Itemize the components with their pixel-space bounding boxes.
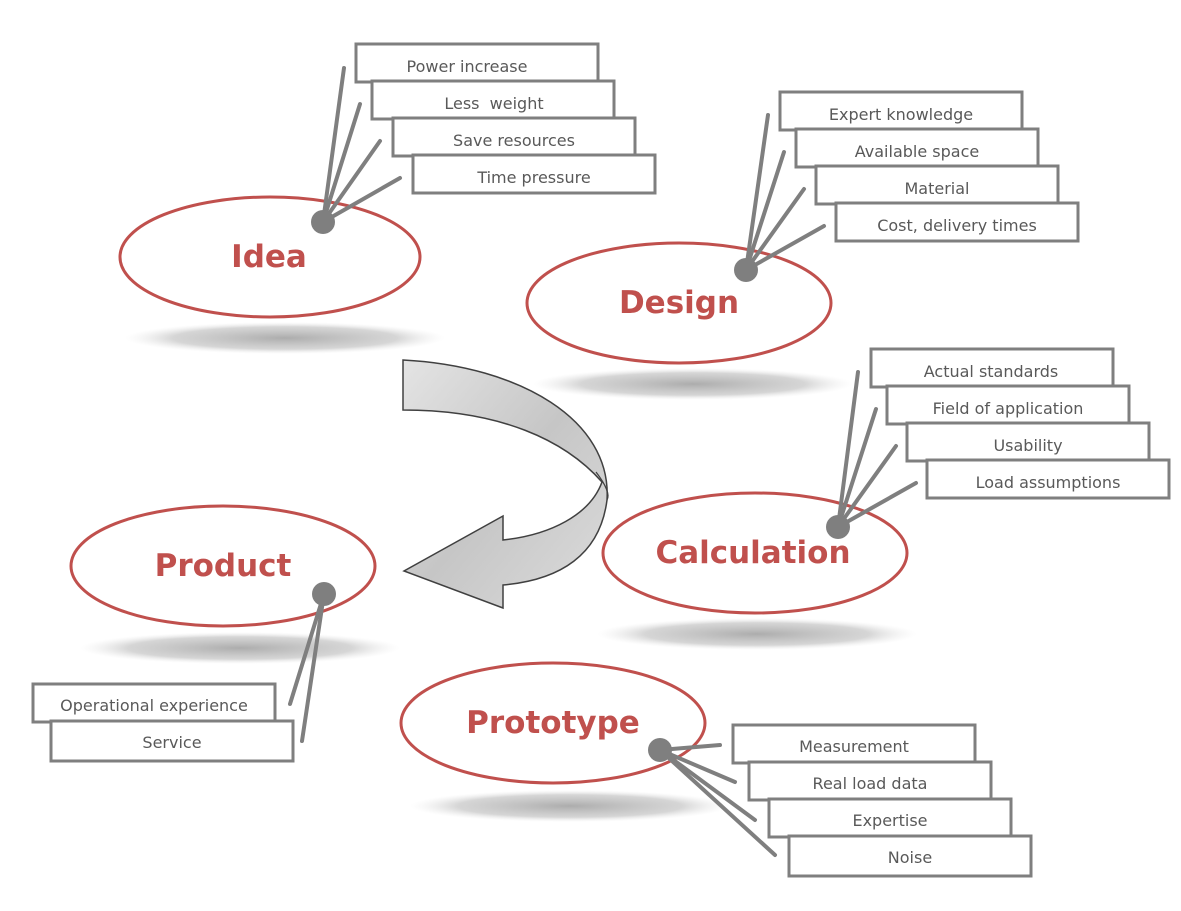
- flow-arrow: [402, 359, 609, 610]
- connector-line: [321, 102, 362, 224]
- tag-box: [354, 42, 600, 84]
- node-idea-tags: Power increase Less weight Save resource…: [354, 42, 657, 195]
- connector-line: [744, 150, 786, 272]
- tag-box: [834, 201, 1080, 243]
- connector-line: [744, 187, 806, 272]
- connector-line: [658, 748, 757, 822]
- node-product-tags: Operational experience Service: [31, 682, 295, 763]
- node-idea: Power increase Less weight Save resource…: [118, 42, 657, 354]
- node-design-shadow: [533, 368, 853, 400]
- node-prototype-shadow: [410, 790, 730, 822]
- connector-dot: [734, 258, 758, 282]
- node-calculation: Actual standards Field of application Us…: [597, 347, 1171, 650]
- node-design-tags: Expert knowledge Available space Materia…: [778, 90, 1080, 243]
- tag-box: [391, 116, 637, 158]
- node-prototype-tags: Measurement Real load data Expertise Noi…: [731, 723, 1033, 878]
- tag-label: Usability: [993, 436, 1062, 455]
- connector-line: [836, 444, 898, 529]
- tag-label: Cost, delivery times: [877, 216, 1037, 235]
- tag-label: Load assumptions: [976, 473, 1121, 492]
- connector-line: [300, 592, 326, 743]
- tag-box: [869, 347, 1115, 389]
- connector-dot: [648, 738, 672, 762]
- node-calculation-tags: Actual standards Field of application Us…: [869, 347, 1171, 500]
- node-product-label: Product: [155, 548, 292, 584]
- tag-label: Save resources: [453, 131, 575, 150]
- node-idea-ellipse: [118, 195, 422, 319]
- node-prototype-label: Prototype: [466, 705, 640, 741]
- tag-label: Actual standards: [924, 362, 1059, 381]
- node-design-label: Design: [619, 285, 739, 321]
- connector-line: [321, 66, 346, 224]
- node-design: Expert knowledge Available space Materia…: [525, 90, 1080, 400]
- connector-line: [658, 748, 777, 857]
- connector-line: [836, 481, 918, 529]
- tag-label: Material: [905, 179, 970, 198]
- tag-label: Real load data: [813, 774, 928, 793]
- tag-box: [814, 164, 1060, 206]
- node-idea-shadow: [125, 322, 445, 354]
- node-product-shadow: [80, 632, 400, 664]
- node-calculation-connectors: [836, 370, 918, 529]
- tag-label: Expertise: [852, 811, 927, 830]
- connector-dot: [311, 210, 335, 234]
- node-product-ellipse: [69, 504, 377, 628]
- connector-dot: [826, 515, 850, 539]
- tag-label: Operational experience: [60, 696, 248, 715]
- connector-line: [836, 370, 860, 529]
- tag-label: Noise: [888, 848, 932, 867]
- tag-box: [925, 458, 1171, 500]
- tag-box: [370, 79, 616, 121]
- node-design-connectors: [744, 113, 826, 272]
- tag-box: [747, 760, 993, 802]
- tag-box: [885, 384, 1131, 426]
- tag-box: [731, 723, 977, 765]
- connector-line: [744, 224, 826, 272]
- node-prototype: Measurement Real load data Expertise Noi…: [399, 661, 1033, 878]
- connector-line: [288, 592, 326, 706]
- connector-line: [836, 407, 878, 529]
- connector-line: [321, 176, 402, 224]
- connector-line: [658, 748, 737, 784]
- connector-line: [744, 113, 770, 272]
- node-calculation-shadow: [597, 618, 917, 650]
- tag-box: [905, 421, 1151, 463]
- tag-box: [778, 90, 1024, 132]
- node-product: Operational experience Service Product: [31, 504, 400, 763]
- tag-box: [787, 834, 1033, 878]
- tag-box: [49, 719, 295, 763]
- tag-label: Less weight: [444, 94, 543, 113]
- node-idea-label: Idea: [231, 239, 307, 275]
- tag-label: Power increase: [407, 57, 528, 76]
- node-idea-connectors: [321, 66, 402, 224]
- tag-box: [794, 127, 1040, 169]
- node-calculation-label: Calculation: [655, 535, 850, 571]
- tag-box: [411, 153, 657, 195]
- tag-label: Field of application: [933, 399, 1084, 418]
- tag-box: [31, 682, 277, 724]
- tag-label: Available space: [855, 142, 979, 161]
- tag-label: Service: [142, 733, 201, 752]
- tag-label: Measurement: [799, 737, 909, 756]
- tag-label: Time pressure: [476, 168, 590, 187]
- connector-line: [321, 139, 382, 224]
- node-prototype-ellipse: [399, 661, 707, 785]
- node-product-connectors: [288, 592, 326, 743]
- tag-label: Expert knowledge: [829, 105, 973, 124]
- connector-dot: [312, 582, 336, 606]
